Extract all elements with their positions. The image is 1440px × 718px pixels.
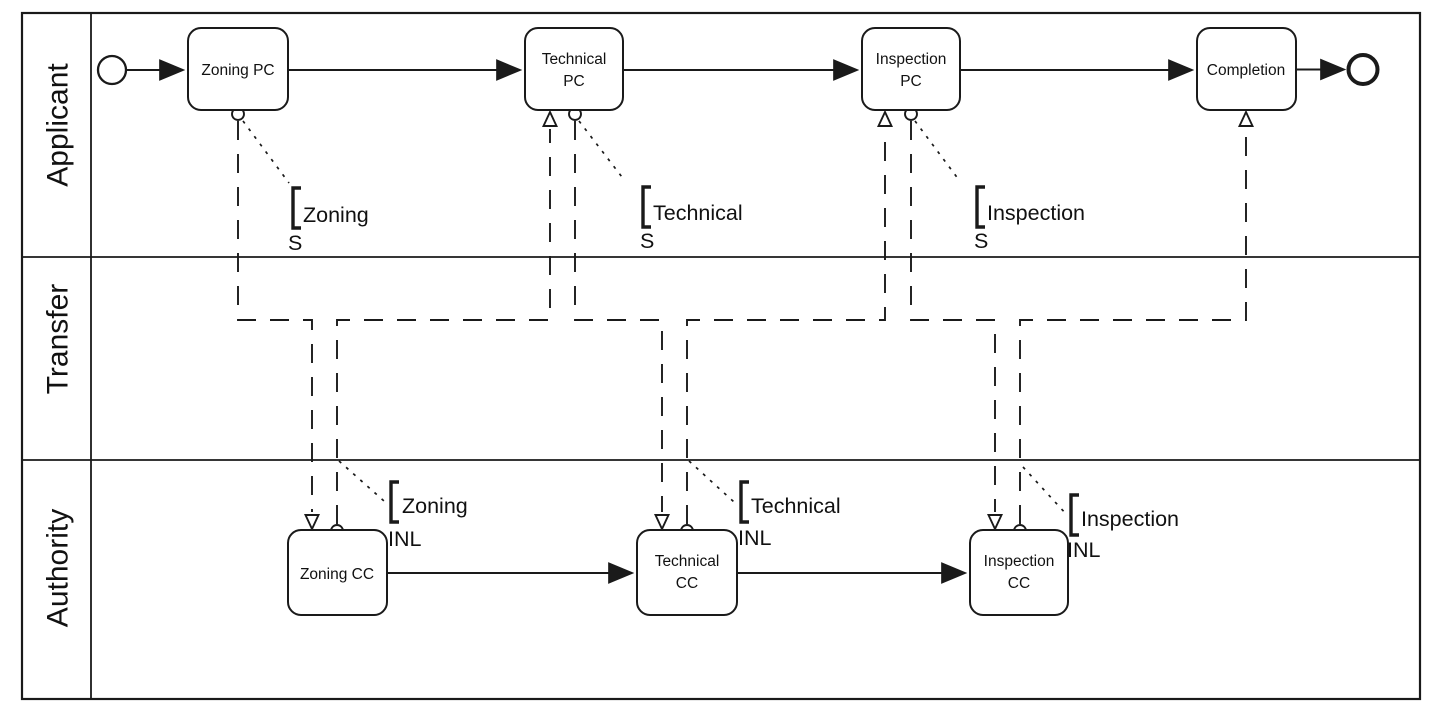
annotation-name: Technical: [653, 201, 743, 225]
annotation-zoning-inl: Zoning INL: [338, 460, 468, 551]
message-arrowhead-icon: [304, 514, 320, 532]
start-event: [96, 54, 128, 86]
lane-label-applicant: Applicant: [42, 63, 75, 187]
lane-label-transfer: Transfer: [42, 284, 75, 395]
task-inspection-cc: Inspection CC: [969, 529, 1069, 616]
task-label: CC: [676, 575, 698, 592]
task-label: PC: [900, 73, 922, 90]
task-label: Zoning PC: [201, 62, 274, 79]
task-label: PC: [563, 73, 585, 90]
lane-label-authority: Authority: [42, 509, 75, 627]
annotation-code: S: [288, 231, 302, 255]
task-label: Zoning CC: [300, 566, 374, 583]
bracket-icon: [1069, 493, 1079, 537]
task-technical-cc: Technical CC: [636, 529, 738, 616]
task-technical-pc: Technical PC: [524, 27, 624, 111]
task-inspection-pc: Inspection PC: [861, 27, 961, 111]
message-flow-technical-pc-to-technical-cc: [568, 107, 670, 532]
annotation-zoning-s: Zoning S: [242, 120, 369, 255]
end-event: [1346, 53, 1380, 86]
message-flow-inspection-cc-to-completion: [1013, 109, 1254, 538]
association-line: [338, 460, 385, 502]
task-label: Technical: [655, 553, 720, 570]
task-label: Completion: [1207, 62, 1285, 79]
message-arrowhead-icon: [1238, 109, 1254, 127]
association-line: [1022, 466, 1068, 516]
task-zoning-cc: Zoning CC: [287, 529, 388, 616]
association-line: [242, 120, 290, 184]
task-label: Inspection: [876, 51, 947, 68]
message-arrowhead-icon: [877, 109, 893, 127]
message-arrowhead-icon: [654, 514, 670, 532]
message-arrowhead-icon: [987, 514, 1003, 532]
annotation-code: INL: [1067, 538, 1101, 562]
annotation-code: S: [974, 229, 988, 253]
task-completion: Completion: [1196, 27, 1297, 111]
annotation-code: INL: [738, 526, 772, 550]
association-line: [914, 120, 960, 181]
bracket-icon: [739, 480, 749, 524]
task-label: Inspection: [984, 553, 1055, 570]
message-arrowhead-icon: [542, 109, 558, 127]
pool-border: [20, 11, 1422, 701]
task-label: Technical: [542, 51, 607, 68]
annotation-code: S: [640, 229, 654, 253]
annotation-code: INL: [388, 527, 422, 551]
message-flow-zoning-cc-to-technical-pc: [330, 109, 558, 538]
annotation-name: Technical: [751, 494, 841, 518]
annotation-name: Inspection: [987, 201, 1085, 225]
annotation-inspection-s: Inspection S: [914, 120, 1085, 253]
task-zoning-pc: Zoning PC: [187, 27, 289, 111]
annotation-name: Zoning: [402, 494, 468, 518]
annotation-technical-inl: Technical INL: [688, 460, 841, 550]
message-flow-inspection-pc-to-inspection-cc: [904, 107, 1003, 532]
message-flow-technical-cc-to-inspection-pc: [680, 109, 893, 538]
task-label: CC: [1008, 575, 1030, 592]
association-line: [578, 120, 626, 182]
bracket-icon: [641, 185, 651, 229]
message-flow-zoning-pc-to-zoning-cc: [231, 107, 320, 532]
annotation-name: Inspection: [1081, 507, 1179, 531]
annotation-name: Zoning: [303, 203, 369, 227]
bracket-icon: [975, 185, 985, 229]
annotation-technical-s: Technical S: [578, 120, 743, 253]
bracket-icon: [291, 186, 301, 230]
association-line: [688, 460, 735, 503]
bracket-icon: [389, 480, 399, 524]
annotation-inspection-inl: Inspection INL: [1022, 466, 1179, 562]
